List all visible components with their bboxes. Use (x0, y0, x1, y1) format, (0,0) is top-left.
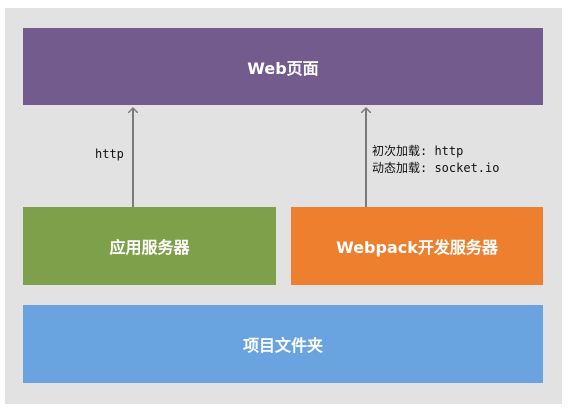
app-server-label: 应用服务器 (109, 238, 190, 257)
http-edge-label: http (95, 147, 124, 161)
web-page-label: Web页面 (247, 58, 319, 78)
app-server-box: 应用服务器 (23, 207, 276, 285)
project-folder-label: 项目文件夹 (242, 336, 323, 355)
web-page-box: Web页面 (23, 28, 543, 105)
project-folder-box: 项目文件夹 (23, 305, 543, 383)
webpack-server-box: Webpack开发服务器 (291, 207, 543, 285)
webpack-edge-label-line1: 初次加载: http (372, 144, 464, 158)
webpack-edge-label-line2: 动态加载: socket.io (372, 161, 500, 175)
webpack-server-label: Webpack开发服务器 (336, 238, 498, 257)
